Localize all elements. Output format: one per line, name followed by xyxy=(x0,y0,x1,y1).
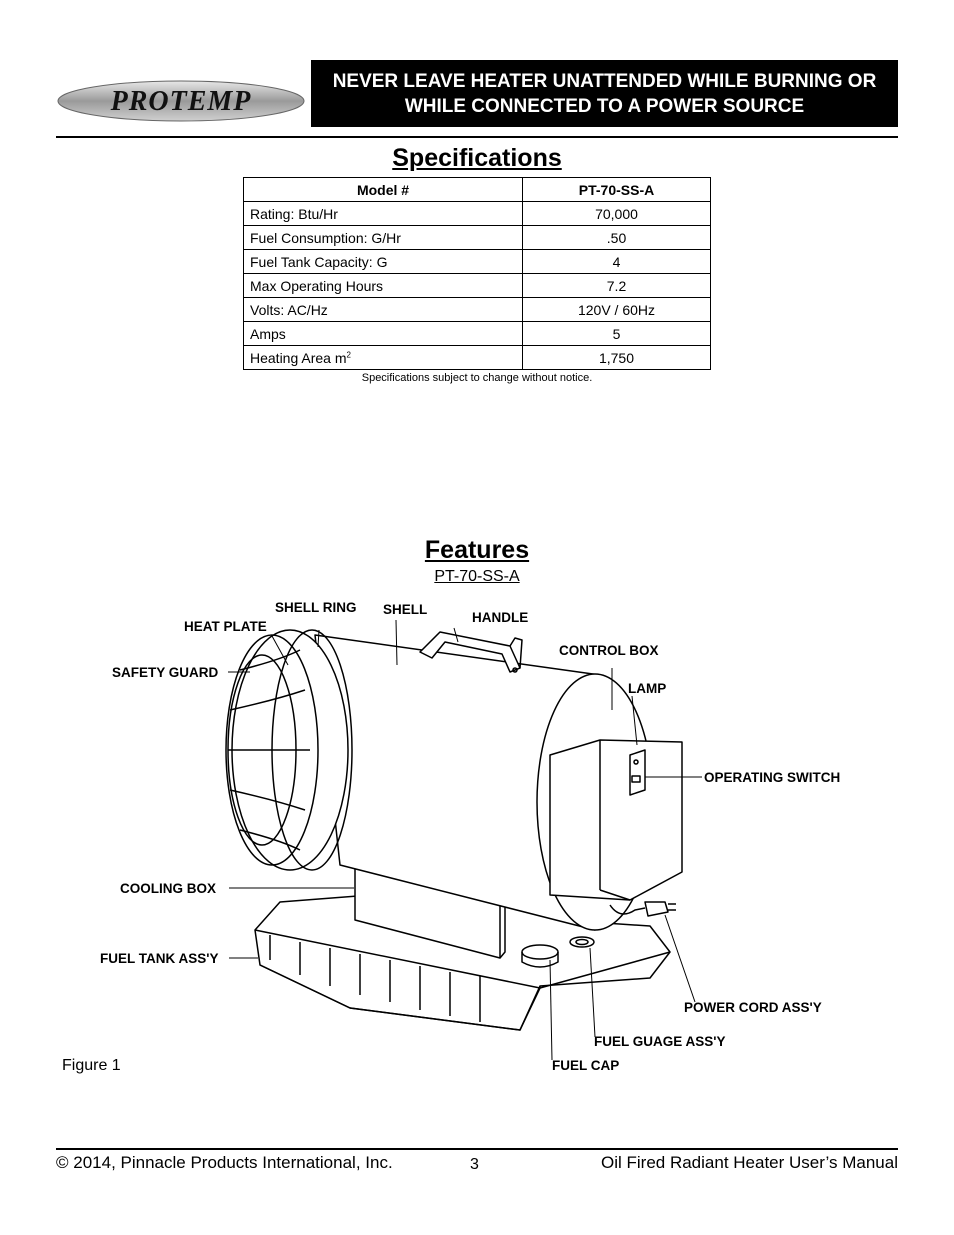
table-row: Fuel Consumption: G/Hr .50 xyxy=(243,225,711,250)
warning-line-1: NEVER LEAVE HEATER UNATTENDED WHILE BURN… xyxy=(332,70,877,92)
page-number: 3 xyxy=(470,1156,479,1173)
spec-label: Max Operating Hours xyxy=(243,273,523,298)
table-header-model: Model # xyxy=(243,177,523,202)
spec-value: 70,000 xyxy=(522,201,711,226)
table-row: Max Operating Hours 7.2 xyxy=(243,273,711,298)
label-heat-plate: HEAT PLATE xyxy=(184,619,267,634)
table-row: Heating Area m2 1,750 xyxy=(243,345,711,370)
label-safety-guard: SAFETY GUARD xyxy=(112,665,219,680)
spec-label: Fuel Tank Capacity: G xyxy=(243,249,523,274)
table-header-model-number: PT-70-SS-A xyxy=(522,177,711,202)
table-row: Rating: Btu/Hr 70,000 xyxy=(243,201,711,226)
label-power-cord: POWER CORD ASS'Y xyxy=(684,1000,822,1015)
specifications-note: Specifications subject to change without… xyxy=(361,372,593,384)
label-fuel-tank: FUEL TANK ASS'Y xyxy=(100,951,218,966)
features-heading: Features xyxy=(424,536,530,564)
label-fuel-gauge: FUEL GUAGE ASS'Y xyxy=(594,1034,725,1049)
leader-lines xyxy=(228,619,702,1061)
spec-value: 5 xyxy=(522,321,711,346)
table-row: Amps 5 xyxy=(243,321,711,346)
protemp-logo: PROTEMP xyxy=(57,80,305,122)
spec-value: 120V / 60Hz xyxy=(522,297,711,322)
heater-diagram: SHELL RING SHELL HANDLE HEAT PLATE SAFET… xyxy=(100,600,840,1073)
fuel-cap-drawing xyxy=(521,944,559,968)
fuel-gauge-drawing xyxy=(569,936,595,948)
handle-drawing xyxy=(419,631,523,673)
table-row: Fuel Tank Capacity: G 4 xyxy=(243,249,711,274)
logo-text: PROTEMP xyxy=(110,86,252,117)
label-fuel-cap: FUEL CAP xyxy=(552,1058,619,1073)
label-shell: SHELL xyxy=(383,602,427,617)
label-cooling-box: COOLING BOX xyxy=(120,881,216,896)
label-operating-switch: OPERATING SWITCH xyxy=(704,770,840,785)
header-divider xyxy=(56,136,898,138)
spec-label: Fuel Consumption: G/Hr xyxy=(243,225,523,250)
spec-value: 7.2 xyxy=(522,273,711,298)
warning-banner: NEVER LEAVE HEATER UNATTENDED WHILE BURN… xyxy=(311,60,898,127)
label-handle: HANDLE xyxy=(472,610,528,625)
spec-label: Volts: AC/Hz xyxy=(243,297,523,322)
label-shell-ring: SHELL RING xyxy=(275,600,357,615)
warning-line-2: WHILE CONNECTED TO A POWER SOURCE xyxy=(404,95,805,117)
spec-label-superscript: 2 xyxy=(346,349,351,359)
label-control-box: CONTROL BOX xyxy=(559,643,659,658)
footer-copyright: © 2014, Pinnacle Products International,… xyxy=(56,1153,393,1172)
features-model: PT-70-SS-A xyxy=(434,568,520,585)
table-row: Volts: AC/Hz 120V / 60Hz xyxy=(243,297,711,322)
spec-value: .50 xyxy=(522,225,711,250)
power-cord-drawing xyxy=(609,901,676,917)
table-header-row: Model # PT-70-SS-A xyxy=(243,177,711,202)
spec-label: Amps xyxy=(243,321,523,346)
safety-guard-drawing xyxy=(225,634,319,866)
figure-caption: Figure 1 xyxy=(62,1057,121,1074)
footer-manual-title: Oil Fired Radiant Heater User’s Manual xyxy=(601,1153,898,1172)
label-lamp: LAMP xyxy=(628,681,666,696)
spec-value: 1,750 xyxy=(522,345,711,370)
spec-label-text: Heating Area m xyxy=(250,349,347,366)
specifications-table: Model # PT-70-SS-A Rating: Btu/Hr 70,000… xyxy=(243,177,711,370)
specifications-heading: Specifications xyxy=(392,144,562,172)
spec-value: 4 xyxy=(522,249,711,274)
footer-divider xyxy=(56,1148,898,1150)
spec-label: Rating: Btu/Hr xyxy=(243,201,523,226)
control-box-drawing xyxy=(549,739,683,901)
spec-label: Heating Area m2 xyxy=(243,345,523,370)
